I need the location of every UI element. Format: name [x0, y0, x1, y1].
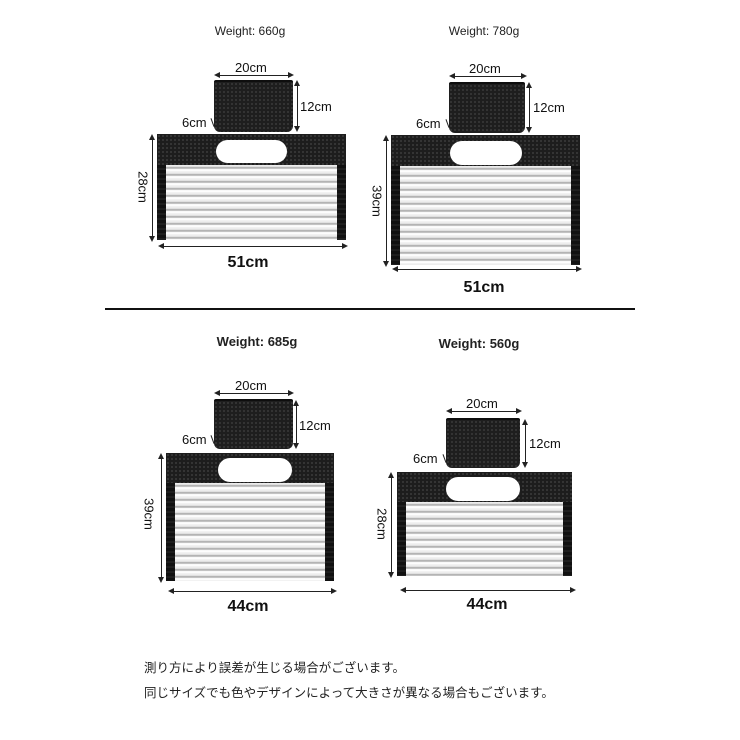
weight-label: Weight: 780g: [448, 24, 520, 38]
sink-bin-image: [214, 399, 293, 449]
bin-height-label: 12cm: [299, 418, 331, 433]
rack-width-label: 51cm: [463, 279, 505, 296]
sink-bin-image: [449, 82, 525, 133]
rack-height-label: 39cm: [369, 185, 385, 217]
bin-depth-label: 6cm: [413, 451, 438, 466]
section-divider: [105, 308, 635, 310]
disclaimer-note-1: 測り方により誤差が生じる場合がございます。: [144, 661, 406, 675]
bin-width-arrow: [214, 390, 294, 396]
rack-height-label: 28cm: [135, 171, 151, 203]
rack-width-arrow: [400, 587, 576, 593]
rack-height-arrow: [388, 472, 394, 578]
rack-width-label: 44cm: [466, 596, 508, 613]
weight-label: Weight: 660g: [214, 24, 286, 38]
bin-width-arrow: [214, 72, 294, 78]
bin-width-label: 20cm: [469, 61, 501, 76]
rack-height-arrow: [383, 135, 389, 267]
rack-width-arrow: [168, 588, 337, 594]
bin-width-label: 20cm: [235, 378, 267, 393]
sink-bin-image: [446, 418, 520, 468]
bin-height-arrow: [294, 80, 300, 132]
bin-height-arrow: [526, 82, 532, 133]
rack-height-arrow: [158, 453, 164, 583]
bin-height-label: 12cm: [533, 100, 565, 115]
bin-depth-label: 6cm: [416, 116, 441, 131]
bin-height-arrow: [293, 400, 299, 449]
rack-width-label: 51cm: [227, 254, 269, 271]
bin-height-label: 12cm: [529, 436, 561, 451]
bin-height-arrow: [522, 419, 528, 468]
weight-label: Weight: 685g: [216, 334, 298, 349]
bin-width-label: 20cm: [235, 60, 267, 75]
roll-up-rack-image: [391, 135, 580, 265]
sink-bin-image: [214, 80, 293, 132]
bin-width-arrow: [449, 73, 527, 79]
roll-up-rack-image: [166, 453, 334, 581]
roll-up-rack-image: [157, 134, 346, 240]
rack-height-label: 28cm: [374, 508, 390, 540]
rack-width-label: 44cm: [227, 598, 269, 615]
rack-height-label: 39cm: [141, 498, 157, 530]
rack-width-arrow: [392, 266, 582, 272]
bin-depth-label: 6cm: [182, 115, 207, 130]
bin-height-label: 12cm: [300, 99, 332, 114]
roll-up-rack-image: [397, 472, 572, 576]
rack-width-arrow: [158, 243, 348, 249]
weight-label: Weight: 560g: [438, 336, 520, 351]
disclaimer-note-2: 同じサイズでも色やデザインによって大きさが異なる場合もございます。: [144, 686, 554, 700]
bin-width-label: 20cm: [466, 396, 498, 411]
rack-height-arrow: [149, 134, 155, 242]
bin-width-arrow: [446, 408, 522, 414]
bin-depth-label: 6cm: [182, 432, 207, 447]
